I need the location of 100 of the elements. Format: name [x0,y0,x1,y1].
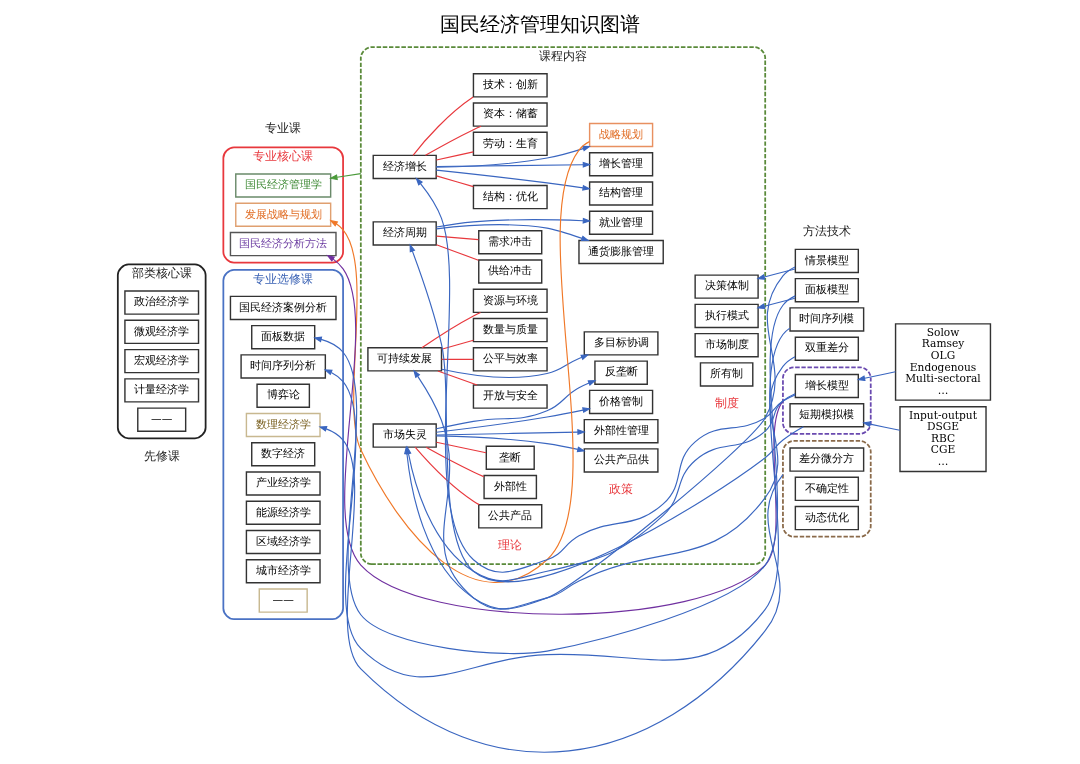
connector [435,244,479,261]
node-box: 差分微分方 [788,447,864,472]
node-box: 不确定性 [794,476,859,502]
node-box: 经济周期 [372,221,437,246]
arrow [861,421,900,431]
arrow [412,356,796,610]
connector [420,311,481,349]
node-box: 反垄断 [593,360,648,385]
node-box: 城市经济学 [245,559,321,584]
node-box: 所有制 [699,362,753,387]
arrow [328,140,590,583]
node-box: 情景模型 [794,248,859,274]
label: 专业课 [264,120,301,136]
arrow [856,371,896,382]
node-box: 公共产品 [477,504,542,529]
label: 政策 [608,480,633,496]
label: 先修课 [143,448,180,464]
label: 制度 [714,394,739,410]
label: 理论 [497,536,522,552]
node-box: 计量经济学 [123,378,199,403]
arrow [435,224,590,242]
connector [435,151,474,161]
node-box: 国民经济分析方法 [229,231,337,257]
connector [435,235,479,241]
node-box: 面板模型 [794,277,859,303]
label: 方法技术 [802,222,851,238]
node-box: 博弈论 [255,383,310,408]
node-box: 通货膨胀管理 [577,239,664,265]
arrow [435,161,591,168]
node-box: 就业管理 [588,210,653,235]
node-box: 能源经济学 [245,500,321,525]
node-box: 时间序列分析 [239,354,326,379]
connector [425,446,484,478]
node-box: 增长模型 [794,373,859,399]
node-box: 价格管制 [588,389,653,415]
node-box: 垄断 [485,445,535,470]
arrow [435,435,586,453]
connector [424,125,482,156]
arrow [755,268,796,280]
node-box: 资源与环境 [472,288,548,314]
connector [440,358,474,360]
arrow [435,380,596,430]
node-box: 国民经济管理学 [234,173,331,198]
cluster [781,440,872,538]
node-box: 决策体制 [693,274,759,299]
node-box: Solow Ramsey OLG Endogenous Multi-sectoral … [894,323,991,401]
arrow [409,243,804,583]
arrow [323,327,790,678]
node-box: 发展战略与规划 [234,202,331,228]
node-box: 开放与安全 [472,384,548,409]
node-box: 技术：创新 [472,73,548,98]
node-box: —— [136,407,186,432]
node-box: 双重差分 [794,336,859,361]
node-box: 宏观经济学 [123,348,199,374]
node-box: 区域经济学 [245,529,321,555]
connector [435,175,474,188]
node-box: 时间序列模 [788,307,864,332]
arrow [435,429,586,436]
node-box: —— [258,588,308,613]
node-box: 可持续发展 [366,347,442,372]
arrow [755,297,796,310]
node-box: Input-output DSGE RBC CGE … [898,406,987,473]
connector [436,370,478,386]
diagram-title: 国民经济管理知识图谱 [440,12,640,36]
arrow [435,145,591,168]
arrow [435,169,591,191]
arrow [328,173,361,181]
arrow [318,426,783,753]
node-box: 多目标协调 [583,331,659,356]
node-box: 市场制度 [693,332,759,358]
connector [412,96,474,156]
arrow [414,177,796,573]
node-box: 战略规划 [588,122,653,148]
node-box: 数字经济 [250,442,315,467]
node-box: 增长管理 [588,152,653,177]
node-box: 外部性管理 [583,418,659,444]
node-box: 动态优化 [794,505,859,531]
node-box: 结构：优化 [472,184,548,210]
node-box: 数理经济学 [245,412,321,438]
node-box: 公共产品供 [583,448,659,473]
connector [440,339,474,350]
node-box: 短期模拟模 [788,403,864,428]
arrow [325,254,783,615]
node-box: 经济增长 [372,154,437,180]
node-box: 国民经济案例分析 [229,295,337,321]
node-box: 结构管理 [588,181,653,206]
arrow [312,295,796,655]
node-box: 供给冲击 [477,259,542,284]
node-box: 政治经济学 [123,290,199,315]
connector [414,446,480,506]
node-box: 市场失灵 [372,423,437,448]
node-box: 公平与效率 [472,347,548,372]
node-box: 数量与质量 [472,317,548,343]
node-box: 需求冲击 [477,230,542,255]
arrow [435,407,591,433]
node-box: 产业经济学 [245,471,321,496]
node-box: 劳动：生育 [472,131,548,157]
arrow [435,217,591,228]
node-box: 面板数据 [250,324,315,350]
node-box: 微观经济学 [123,319,199,345]
